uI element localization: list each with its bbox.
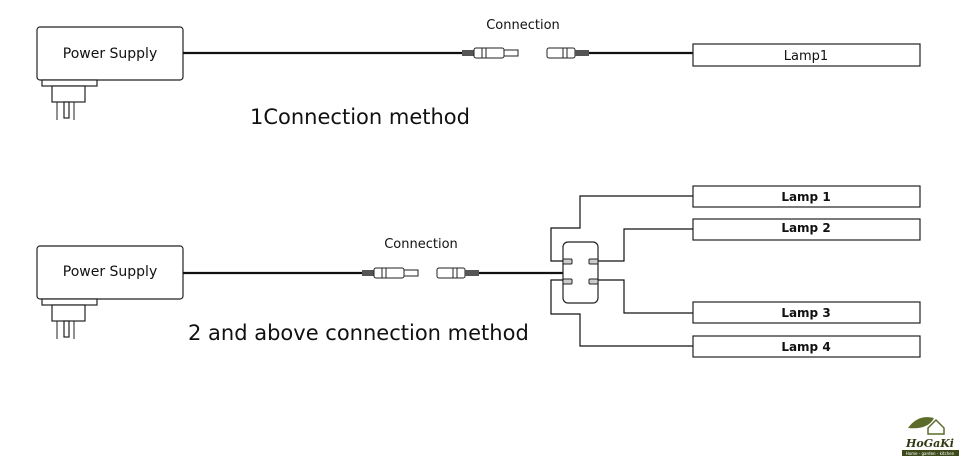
female-connector xyxy=(546,47,590,59)
lamp-label: Lamp1 xyxy=(784,49,828,64)
male-connector xyxy=(361,267,419,279)
lamp-box-4 xyxy=(692,335,921,358)
wire-lamp-1 xyxy=(550,195,693,262)
logo-tagline: Home - garden - kitchen xyxy=(906,451,955,456)
diagram-single: Power Supply Connection Lamp1 1Connectio… xyxy=(36,18,921,129)
lamp-box-2 xyxy=(692,218,921,241)
lamp-box xyxy=(692,43,921,67)
power-supply-2: Power Supply xyxy=(36,245,184,340)
leaf-icon xyxy=(908,417,934,429)
connection-label: Connection xyxy=(384,237,458,252)
male-connector xyxy=(461,47,519,59)
connection-label: Connection xyxy=(486,18,560,33)
lamp-label-2: Lamp 2 xyxy=(781,221,830,235)
power-supply-1: Power Supply xyxy=(36,26,184,121)
lamp-label-1: Lamp 1 xyxy=(781,190,830,204)
hogaki-logo: HoGaKi Home - garden - kitchen xyxy=(902,417,959,456)
caption-2: 2 and above connection method xyxy=(188,321,529,345)
lamp-box-3 xyxy=(692,301,921,324)
diagram-multiple: Power Supply Connection Lamp 1 Lamp 2 La… xyxy=(36,185,921,358)
caption-1: 1Connection method xyxy=(250,105,470,129)
power-supply-label: Power Supply xyxy=(63,46,158,62)
female-connector xyxy=(436,267,480,279)
lamp-box-1 xyxy=(692,185,921,208)
power-supply-label: Power Supply xyxy=(63,264,158,280)
wire-lamp-2 xyxy=(598,228,693,262)
house-icon xyxy=(927,418,945,435)
logo-name: HoGaKi xyxy=(905,437,954,450)
wire-lamp-4 xyxy=(550,279,693,347)
lamp-label-3: Lamp 3 xyxy=(781,306,830,320)
lamp-label-4: Lamp 4 xyxy=(781,340,830,354)
splitter-junction xyxy=(562,241,599,304)
wire-lamp-3 xyxy=(598,279,693,314)
